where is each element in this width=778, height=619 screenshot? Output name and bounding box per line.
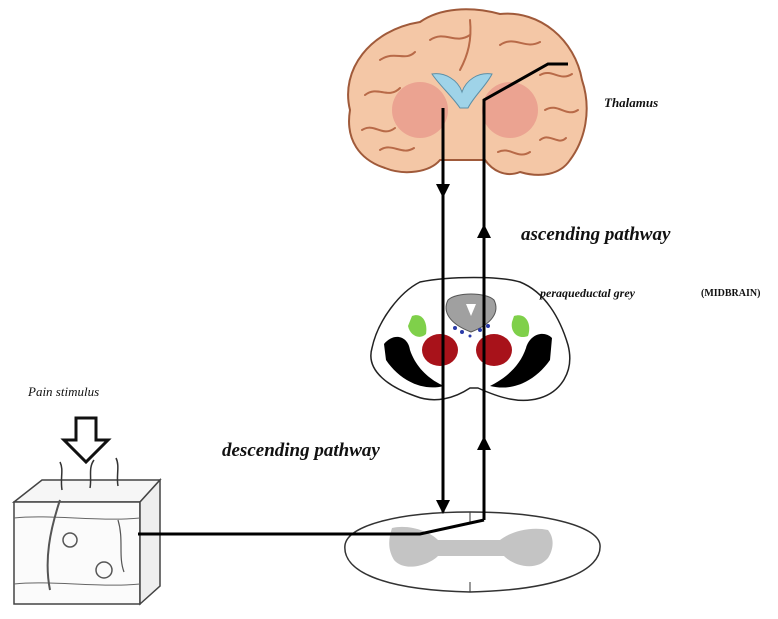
down-arrow-icon <box>64 418 108 462</box>
brain-coronal-section-icon <box>348 9 587 175</box>
red-nucleus-right <box>476 334 512 366</box>
skin-block-icon <box>14 458 160 604</box>
ascending-arrow-lower <box>477 436 491 450</box>
label-midbrain: (MIDBRAIN) <box>701 288 760 299</box>
label-thalamus: Thalamus <box>604 95 658 111</box>
brain-deep-left <box>392 82 448 138</box>
skin-side-face <box>140 480 160 604</box>
label-ascending-pathway: ascending pathway <box>521 224 670 246</box>
label-descending-pathway: descending pathway <box>222 440 380 462</box>
brain-deep-right <box>482 82 538 138</box>
ascending-arrow-upper <box>477 224 491 238</box>
red-nucleus-left <box>422 334 458 366</box>
label-pain-stimulus: Pain stimulus <box>28 384 99 400</box>
skin-top-face <box>14 480 160 502</box>
label-periaqueductal-grey: peraqueductal grey <box>540 286 635 301</box>
descending-arrow-upper <box>436 184 450 198</box>
